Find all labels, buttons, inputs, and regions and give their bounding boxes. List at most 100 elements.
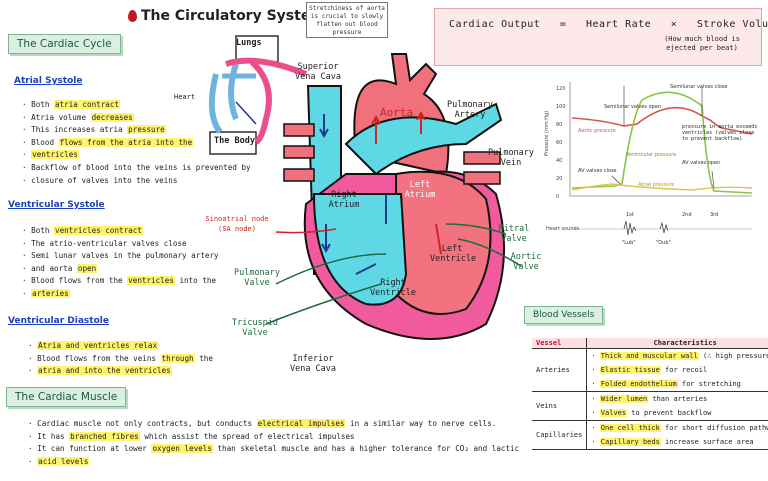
list-item: Both atria contract — [22, 99, 251, 112]
label-right-ventricle: Right Ventricle — [369, 278, 417, 298]
graph-ylabel: Pressure (mm Hg) — [544, 111, 550, 156]
label-lub: "Lub" — [622, 240, 636, 246]
item-text: Blood flows from the — [31, 276, 128, 286]
y-tick-label: 100 — [556, 104, 566, 110]
list-item: Blood flows from the ventricles into the — [22, 275, 219, 288]
list-item: Blood flows from the veins through the — [28, 353, 213, 366]
list-item: ventricles — [22, 149, 251, 162]
vessel-characteristic: · Wider lumen than arteries — [591, 395, 708, 403]
list-item: The atrio-ventricular valves close — [22, 238, 219, 251]
label-sound-3: 3rd — [710, 212, 718, 218]
table-row: · Folded endothelium for stretching — [532, 377, 768, 392]
highlighted-text: oxygen levels — [151, 444, 213, 454]
highlighted-text: ventricles — [127, 276, 175, 286]
item-text: and aorta — [31, 263, 77, 273]
label-right-atrium: Right Atrium — [328, 190, 360, 210]
highlighted-text: branched fibres — [69, 431, 140, 441]
item-text: Both — [31, 100, 55, 109]
heart-diagram — [208, 35, 522, 340]
svg-text:Semilunar valves close: Semilunar valves close — [670, 84, 727, 90]
highlighted-text: Atria and ventricles relax — [37, 341, 159, 350]
list-item: arteries — [22, 288, 219, 301]
label-pulmonary-vein: Pulmonary Vein — [487, 148, 535, 168]
highlighted-text: arteries — [31, 288, 70, 298]
highlighted-text: flows from the atria into the — [58, 137, 194, 147]
list-item: Cardiac muscle not only contracts, but c… — [28, 418, 518, 431]
item-text: The atrio-ventricular valves close — [31, 238, 187, 248]
vessel-characteristic: · Folded endothelium for stretching — [586, 377, 768, 392]
aorta-note: Stretchiness of aorta is crucial to slow… — [306, 2, 388, 38]
y-tick-label: 40 — [556, 158, 562, 164]
vessel-characteristic: · Thick and muscular wall (∴ high pressu… — [591, 352, 768, 360]
list-item: This increases atria pressure — [22, 124, 251, 137]
highlighted-text: ventricles contract — [54, 226, 143, 235]
formula-times: × — [670, 19, 678, 30]
highlighted-text: acid levels — [37, 456, 90, 466]
label-sound-2: 2nd — [682, 212, 692, 218]
table-row: Arteries· Thick and muscular wall (∴ hig… — [532, 348, 768, 392]
label-av-open: AV valves open — [682, 160, 720, 166]
vessel-characteristic: · Valves to prevent backflow — [586, 406, 768, 421]
label-ventricular-pressure: Ventricular pressure — [626, 152, 676, 158]
label-dub: "Dub" — [656, 240, 671, 246]
highlighted-text: through — [160, 353, 195, 363]
item-text: than skeletal muscle and has a higher to… — [212, 444, 520, 454]
label-left-ventricle: Left Ventricle — [430, 244, 477, 264]
list-item: Both ventricles contract — [22, 225, 219, 238]
vessel-characteristic: · Elastic tissue for recoil — [591, 366, 708, 374]
ventricular-systole-heading: Ventricular Systole — [8, 200, 105, 210]
list-item: Atria and ventricles relax — [28, 340, 213, 353]
cardiac-cycle-heading: The Cardiac Cycle — [8, 34, 121, 54]
list-item: Blood flows from the atria into the — [22, 137, 251, 150]
highlighted-text: pressure — [127, 125, 166, 135]
table-row: · Capillary beds increase surface area — [532, 435, 768, 450]
item-text: Cardiac muscle not only contracts, but c… — [37, 419, 257, 428]
vessel-name: Arteries — [532, 348, 588, 392]
item-text: This increases atria — [31, 125, 128, 135]
item-text: in a similar way to nerve cells. — [345, 419, 497, 428]
label-left-atrium: Left Atrium — [404, 180, 436, 200]
list-item: It can function at lower oxygen levels t… — [28, 443, 520, 456]
item-text: Blood — [31, 137, 59, 147]
formula-heart-rate: Heart Rate — [585, 19, 652, 30]
highlighted-text: open — [76, 263, 98, 273]
y-tick-label: 0 — [556, 194, 559, 200]
item-text: into the — [174, 276, 217, 286]
y-tick-label: 60 — [556, 140, 562, 146]
list-item: closure of valves into the veins — [22, 175, 251, 188]
table-row: · Elastic tissue for recoil — [532, 363, 768, 377]
highlighted-text: electrical impulses — [256, 419, 346, 428]
item-text: which assist the spread of electrical im… — [139, 431, 355, 441]
label-lungs: Lungs — [236, 38, 262, 48]
svg-text:Semilunar valves open: Semilunar valves open — [604, 104, 661, 110]
item-text: Atria volume — [31, 112, 91, 122]
blood-flow-arrows — [319, 114, 387, 275]
ventricular-systole-list: Both ventricles contractThe atrio-ventri… — [22, 225, 219, 301]
formula-note: (How much blood is ejected per beat) — [664, 35, 740, 52]
page-title: The Circulatory System — [128, 8, 325, 24]
label-heart: Heart — [174, 93, 196, 101]
label-mitral-valve: Mitral Valve — [498, 224, 530, 244]
list-item: It has branched fibres which assist the … — [28, 431, 518, 444]
list-item: acid levels — [28, 456, 518, 469]
cardiac-muscle-heading: The Cardiac Muscle — [6, 387, 127, 407]
vessels-col-characteristics: Characteristics — [586, 338, 768, 349]
vessel-name: Veins — [532, 391, 588, 421]
item-text: Semi lunar valves in the pulmonary arter… — [31, 251, 219, 261]
item-text: It has — [37, 431, 70, 441]
item-text: It can function at lower — [37, 444, 152, 454]
cardiac-muscle-list: Cardiac muscle not only contracts, but c… — [28, 418, 520, 469]
label-pulmonary-valve: Pulmonary Valve — [233, 268, 281, 288]
vessels-table: Vessel Characteristics Arteries· Thick a… — [532, 338, 768, 450]
table-row: · Valves to prevent backflow — [532, 406, 768, 421]
formula-lhs: Cardiac Output — [449, 19, 541, 30]
label-atrial-pressure: Atrial pressure — [638, 182, 674, 188]
y-tick-label: 120 — [556, 86, 566, 92]
blood-vessels-heading: Blood Vessels — [524, 306, 604, 324]
atrial-systole-list: Both atria contractAtria volume decrease… — [22, 99, 251, 187]
vessel-name: Capillaries — [532, 420, 588, 450]
list-item: and aorta open — [22, 263, 219, 276]
item-text: the — [194, 353, 213, 363]
label-semilunar-close: Semilunar valves close — [670, 84, 727, 90]
highlighted-text: decreases — [90, 112, 134, 122]
